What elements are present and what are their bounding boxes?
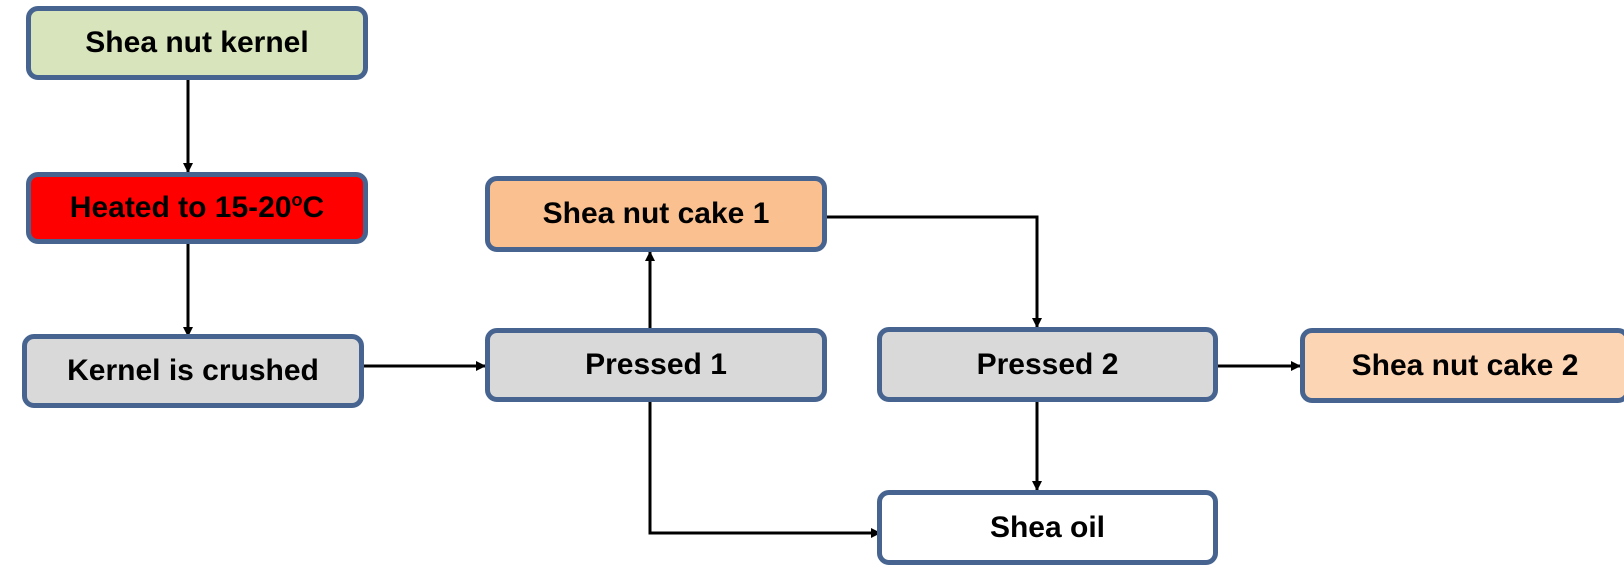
arrow-pressed-1-to-shea-oil — [648, 402, 881, 538]
node-shea-nut-cake-1: Shea nut cake 1 — [485, 176, 827, 252]
node-label: Heated to 15-20oC — [69, 190, 325, 224]
node-kernel-crushed: Kernel is crushed — [22, 334, 364, 408]
node-label: Pressed 1 — [585, 348, 727, 381]
node-shea-nut-kernel: Shea nut kernel — [26, 6, 368, 80]
node-pressed-1: Pressed 1 — [485, 328, 827, 402]
node-label: Shea nut cake 2 — [1351, 348, 1579, 382]
node-pressed-2: Pressed 2 — [877, 327, 1218, 402]
node-label: Kernel is crushed — [67, 354, 319, 387]
node-shea-oil: Shea oil — [877, 490, 1218, 565]
node-label: Shea oil — [989, 510, 1106, 544]
node-label: Pressed 2 — [976, 347, 1119, 381]
node-shea-nut-cake-2: Shea nut cake 2 — [1300, 328, 1624, 403]
node-label: Shea nut kernel — [85, 26, 309, 59]
node-heated: Heated to 15-20oC — [26, 172, 368, 244]
arrow-cake-1-to-pressed-2 — [826, 215, 1042, 328]
node-label: Shea nut cake 1 — [542, 197, 770, 230]
